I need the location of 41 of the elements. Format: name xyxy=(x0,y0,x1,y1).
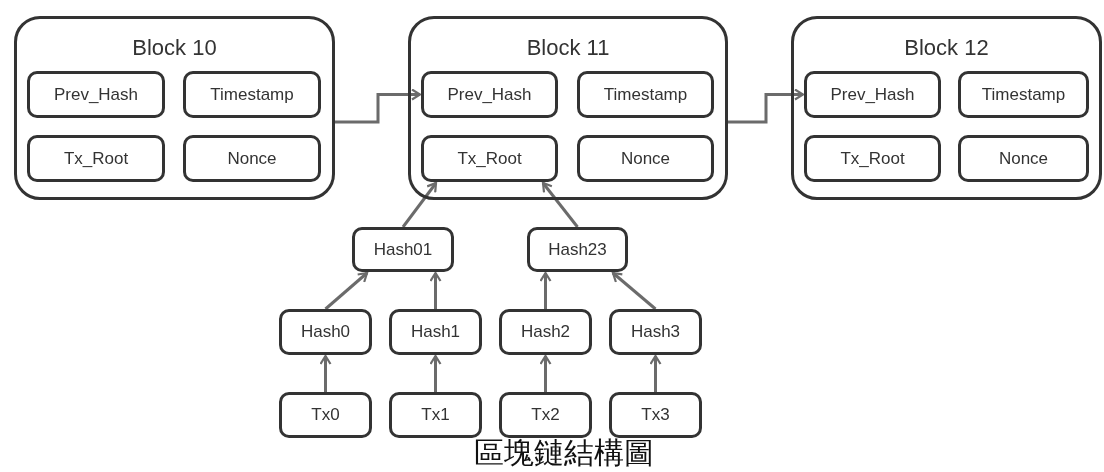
arrow xyxy=(335,88,422,124)
tree-node-box: Hash2 xyxy=(499,309,592,355)
block-title: Block 11 xyxy=(526,35,610,61)
field-box: Timestamp xyxy=(577,71,714,118)
field-box: Prev_Hash xyxy=(27,71,165,118)
field-box: Tx_Root xyxy=(421,135,558,182)
arrow xyxy=(319,354,332,392)
field-box: Timestamp xyxy=(958,71,1089,118)
field-box: Nonce xyxy=(577,135,714,182)
tree-node-box: Hash01 xyxy=(352,227,454,272)
tree-node-box: Tx2 xyxy=(499,392,592,438)
caption: 區塊鏈結構圖 xyxy=(474,436,654,470)
block-box xyxy=(408,16,728,200)
tree-node-box: Tx3 xyxy=(609,392,702,438)
arrow xyxy=(649,354,662,392)
arrow xyxy=(539,271,552,309)
arrow xyxy=(541,181,579,228)
field-box: Prev_Hash xyxy=(421,71,558,118)
field-box: Timestamp xyxy=(183,71,321,118)
arrow xyxy=(429,271,442,309)
tree-node-box: Hash3 xyxy=(609,309,702,355)
arrow xyxy=(539,354,552,392)
field-box: Tx_Root xyxy=(27,135,165,182)
arrow xyxy=(324,271,369,311)
block-title: Block 12 xyxy=(904,35,989,61)
field-box: Prev_Hash xyxy=(804,71,941,118)
field-box: Nonce xyxy=(958,135,1089,182)
field-box: Nonce xyxy=(183,135,321,182)
field-box: Tx_Root xyxy=(804,135,941,182)
tree-node-box: Tx1 xyxy=(389,392,482,438)
arrow xyxy=(401,181,438,228)
tree-node-box: Hash23 xyxy=(527,227,628,272)
tree-node-box: Hash0 xyxy=(279,309,372,355)
arrow xyxy=(728,88,805,124)
arrow xyxy=(611,271,657,311)
tree-node-box: Tx0 xyxy=(279,392,372,438)
arrow xyxy=(429,354,442,392)
block-box xyxy=(791,16,1102,200)
block-box xyxy=(14,16,335,200)
tree-node-box: Hash1 xyxy=(389,309,482,355)
block-title: Block 10 xyxy=(132,35,217,61)
